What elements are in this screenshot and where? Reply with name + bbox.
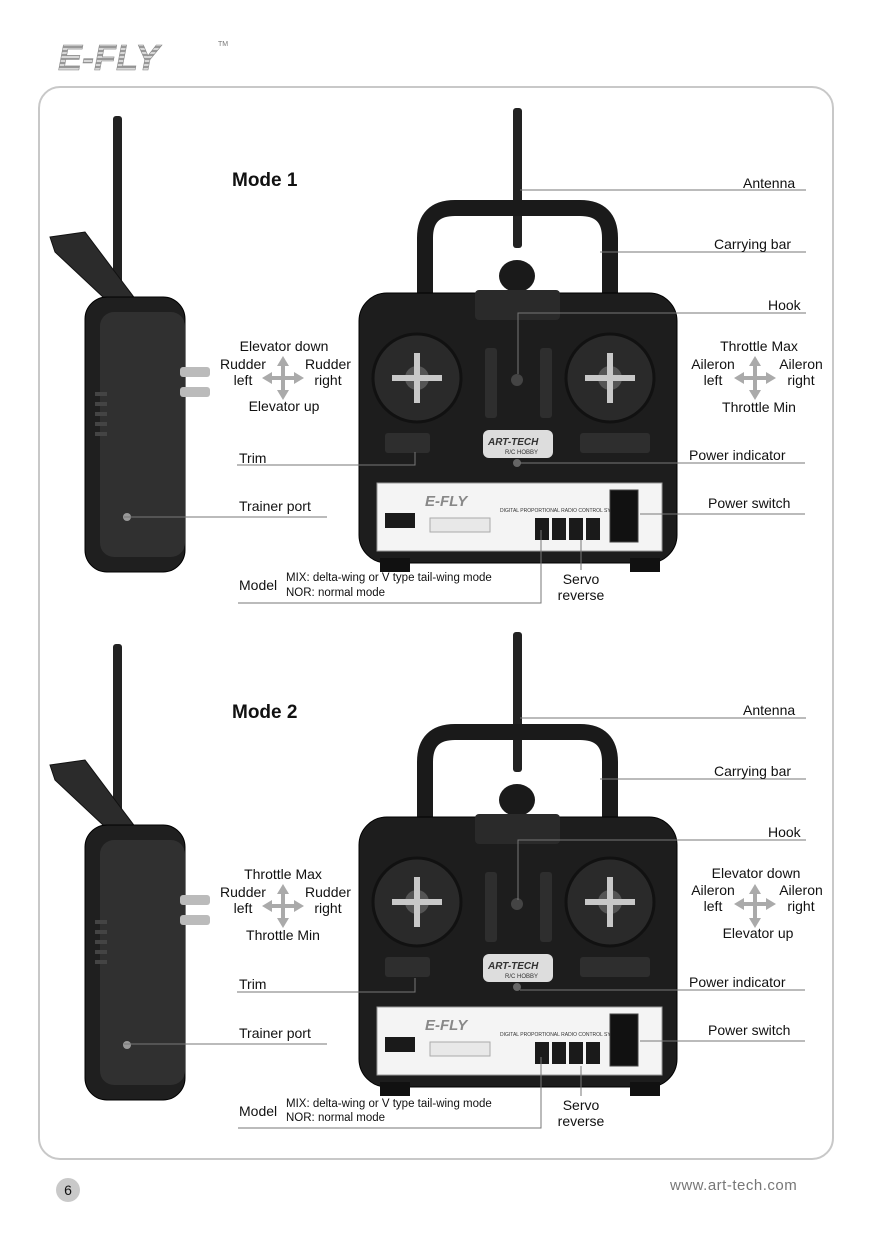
transmitter-front-view: ART-TECH R/C HOBBY E-FLY DIGITAL PROPORT… — [358, 632, 678, 1096]
content-frame — [38, 86, 834, 1160]
left-stick-left-label: Rudder left — [220, 884, 266, 916]
svg-text:E-FLY: E-FLY — [425, 1017, 469, 1034]
svg-text:DIGITAL PROPORTIONAL RADIO CON: DIGITAL PROPORTIONAL RADIO CONTROL SYSTE… — [500, 508, 625, 514]
logo-text: E-FLY — [58, 38, 162, 78]
callout-hook: Hook — [768, 824, 801, 840]
svg-text:R/C HOBBY: R/C HOBBY — [505, 450, 538, 456]
right-stick-right-label: Aileron right — [779, 356, 823, 388]
callout-trim: Trim — [239, 976, 267, 992]
transmitter-side-view — [49, 644, 210, 1101]
callout-power-switch: Power switch — [708, 1022, 791, 1038]
right-stick-right-label: Aileron right — [779, 882, 823, 914]
callout-nor: NOR: normal mode — [286, 1112, 386, 1124]
callout-hook: Hook — [768, 297, 801, 313]
callout-antenna: Antenna — [743, 175, 796, 191]
power-indicator — [513, 459, 521, 467]
callout-power-indicator: Power indicator — [689, 447, 786, 463]
right-stick-left-label: Aileron left — [691, 356, 735, 388]
callout-nor: NOR: normal mode — [286, 587, 386, 599]
svg-text:ART-TECH: ART-TECH — [487, 437, 539, 448]
mode-title: Mode 1 — [232, 170, 298, 191]
hook — [475, 814, 560, 844]
left-stick-right-label: Rudder right — [305, 356, 351, 388]
right-stick-down-label: Throttle Min — [722, 399, 796, 415]
page-number: 6 — [56, 1178, 80, 1202]
right-stick-left-label: Aileron left — [691, 882, 735, 914]
carrying-bar — [417, 724, 618, 817]
callout-trim: Trim — [239, 450, 267, 466]
callout-trainer-port: Trainer port — [239, 498, 311, 514]
callout-servo-reverse: Servo reverse — [557, 571, 605, 603]
website-url: www.art-tech.com — [670, 1177, 798, 1194]
callout-trainer-port: Trainer port — [239, 1025, 311, 1041]
left-stick-left-label: Rudder left — [220, 356, 266, 388]
mode-title: Mode 2 — [232, 702, 298, 723]
left-stick-down-label: Throttle Min — [246, 927, 320, 943]
left-stick-up-label: Throttle Max — [244, 866, 322, 882]
left-stick-down-label: Elevator up — [248, 398, 320, 414]
right-stick-up-label: Throttle Max — [720, 338, 798, 354]
power-indicator — [513, 983, 521, 991]
callout-model: Model — [239, 1103, 278, 1119]
callout-carrying-bar: Carrying bar — [714, 236, 792, 252]
callout-model: Model — [239, 577, 278, 593]
right-stick-up-label: Elevator down — [711, 865, 801, 881]
svg-text:ART-TECH: ART-TECH — [487, 961, 539, 972]
left-stick-right-label: Rudder right — [305, 884, 351, 916]
callout-lines-mode-2 — [124, 717, 806, 1129]
logo-tm: TM — [218, 41, 228, 48]
svg-text:R/C HOBBY: R/C HOBBY — [505, 974, 538, 980]
callout-power-switch: Power switch — [708, 495, 791, 511]
callout-servo-reverse: Servo reverse — [557, 1097, 605, 1129]
callout-carrying-bar: Carrying bar — [714, 763, 792, 779]
svg-text:E-FLY: E-FLY — [425, 493, 469, 510]
transmitter-front-view: ART-TECH R/C HOBBY E-FLY DIGITAL PROPORT… — [358, 108, 678, 572]
callout-power-indicator: Power indicator — [689, 974, 786, 990]
transmitter-side-view — [49, 116, 210, 573]
callout-mix: MIX: delta-wing or V type tail-wing mode — [286, 572, 492, 584]
callout-lines-mode-1 — [124, 189, 806, 604]
carrying-bar — [417, 200, 618, 293]
callout-mix: MIX: delta-wing or V type tail-wing mode — [286, 1098, 492, 1110]
power-switch — [609, 489, 639, 543]
svg-text:DIGITAL PROPORTIONAL RADIO CON: DIGITAL PROPORTIONAL RADIO CONTROL SYSTE… — [500, 1032, 625, 1038]
callout-antenna: Antenna — [743, 702, 796, 718]
right-stick-down-label: Elevator up — [722, 925, 794, 941]
e-fly-logo: E-FLY TM — [56, 37, 236, 83]
trainer-port-cover — [385, 1037, 415, 1052]
left-stick-up-label: Elevator down — [239, 338, 329, 354]
trainer-port-cover — [385, 513, 415, 528]
power-switch — [609, 1013, 639, 1067]
